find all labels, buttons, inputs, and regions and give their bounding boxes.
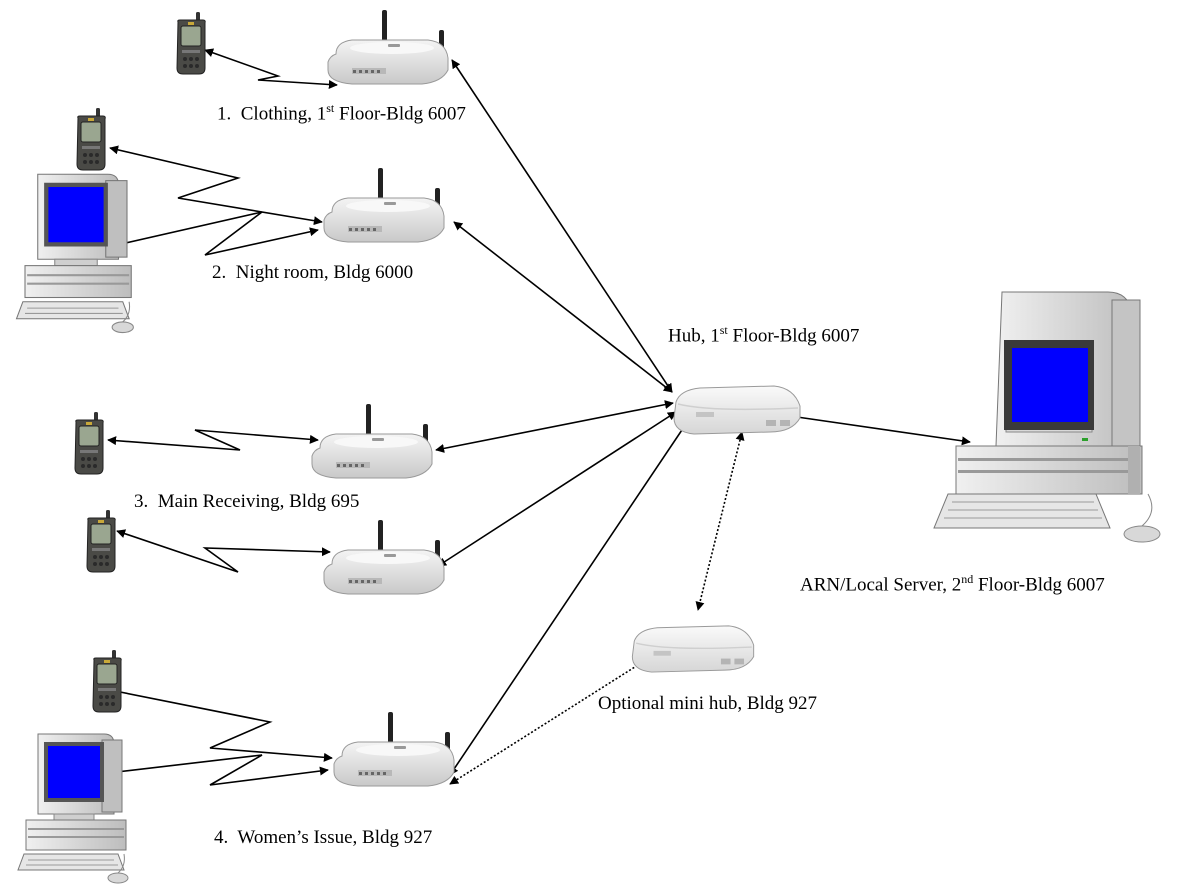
ap3-label: 3. Main Receiving, Bldg 695 — [134, 491, 359, 513]
ap1-label-post: Floor-Bldg 6007 — [334, 103, 466, 125]
wireless-link — [107, 211, 319, 256]
wireless-link — [109, 145, 323, 226]
ap2-label-text: Night room, Bldg 6000 — [235, 262, 414, 283]
handheld-scanner-icon — [74, 411, 104, 475]
server-label-sup: nd — [961, 572, 974, 586]
hub-label-text: Hub, 1 — [668, 325, 720, 347]
mini-hub-label: Optional mini hub, Bldg 927 — [598, 693, 817, 715]
wired-link — [435, 400, 674, 453]
ap3-label-text: Main Receiving, Bldg 695 — [157, 491, 360, 512]
access-point-icon — [327, 9, 449, 85]
access-point-icon — [323, 519, 445, 595]
server-label-post: Floor-Bldg 6007 — [973, 574, 1105, 596]
ap4-label-text: Women’s Issue, Bldg 927 — [237, 827, 433, 848]
ap1-label: 1. Clothing, 1st Floor-Bldg 6007 — [217, 101, 466, 125]
access-point-icon — [323, 167, 445, 243]
wireless-link — [204, 48, 338, 89]
wired-link — [437, 411, 677, 567]
hub-label-sup: st — [719, 323, 728, 337]
server-label: ARN/Local Server, 2nd Floor-Bldg 6007 — [800, 572, 1105, 596]
server-label-text: ARN/Local Server, 2 — [800, 574, 962, 596]
optional-link — [449, 645, 669, 785]
handheld-scanner-icon — [92, 649, 122, 713]
optional-link — [695, 431, 745, 611]
wireless-link — [107, 754, 329, 786]
wired-link — [451, 59, 673, 393]
hub-label-post: Floor-Bldg 6007 — [727, 325, 860, 347]
access-point-icon — [311, 403, 433, 479]
ap1-label-sup: st — [326, 101, 335, 115]
hub-icon — [673, 385, 801, 435]
hub-label: Hub, 1st Floor-Bldg 6007 — [668, 323, 859, 347]
wired-link — [449, 417, 691, 776]
ap1-number: 1. — [217, 103, 232, 125]
wired-link — [796, 416, 971, 446]
handheld-scanner-icon — [76, 107, 106, 171]
mini-hub-label-text: Optional mini hub, Bldg 927 — [598, 693, 818, 714]
wireless-link — [109, 687, 333, 762]
wireless-link — [107, 429, 319, 451]
ap2-label: 2. Night room, Bldg 6000 — [212, 262, 413, 284]
desktop-computer-icon — [17, 733, 129, 884]
wireless-link — [116, 529, 331, 573]
ap4-label: 4. Women’s Issue, Bldg 927 — [214, 827, 432, 849]
handheld-scanner-icon — [176, 11, 206, 75]
server-computer-icon — [933, 291, 1161, 543]
ap3-number: 3. — [134, 491, 149, 512]
ap4-number: 4. — [214, 827, 229, 848]
ap1-label-text: Clothing, 1 — [240, 103, 327, 125]
mini-hub-icon — [631, 625, 755, 673]
access-point-icon — [333, 711, 455, 787]
connections — [107, 48, 971, 786]
handheld-scanner-icon — [86, 509, 116, 573]
ap2-number: 2. — [212, 262, 227, 283]
wired-link — [453, 221, 673, 393]
desktop-computer-icon — [15, 173, 134, 334]
